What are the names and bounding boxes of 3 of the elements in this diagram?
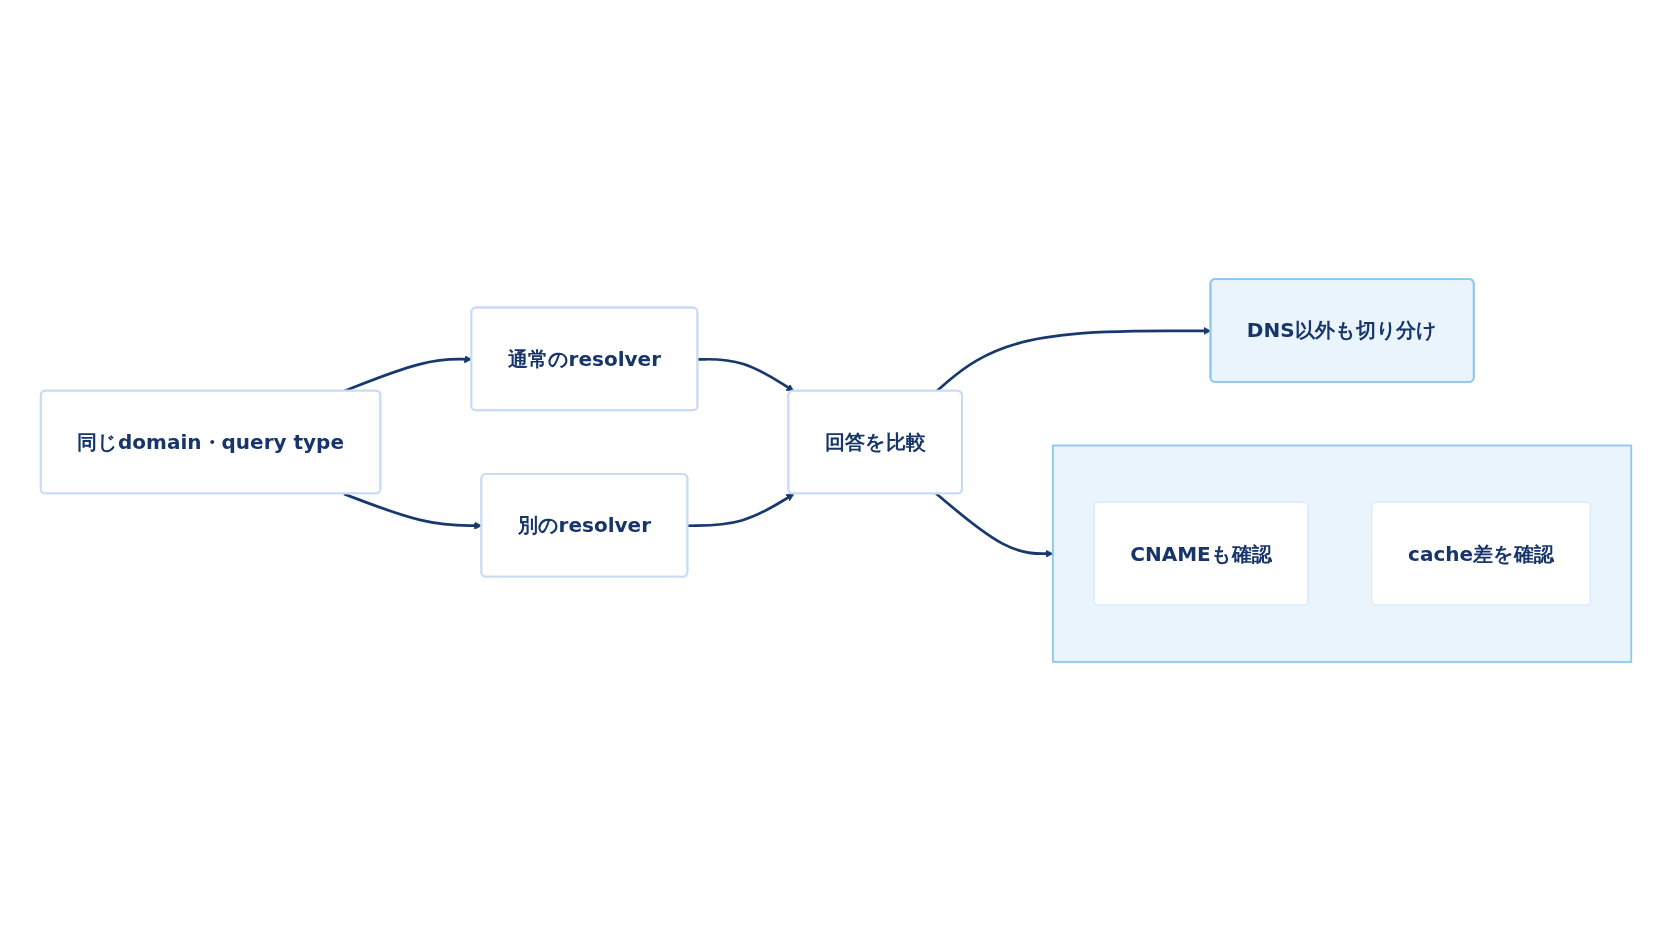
arrow (697, 357, 795, 392)
arrow (687, 493, 795, 528)
cluster (1052, 444, 1633, 663)
